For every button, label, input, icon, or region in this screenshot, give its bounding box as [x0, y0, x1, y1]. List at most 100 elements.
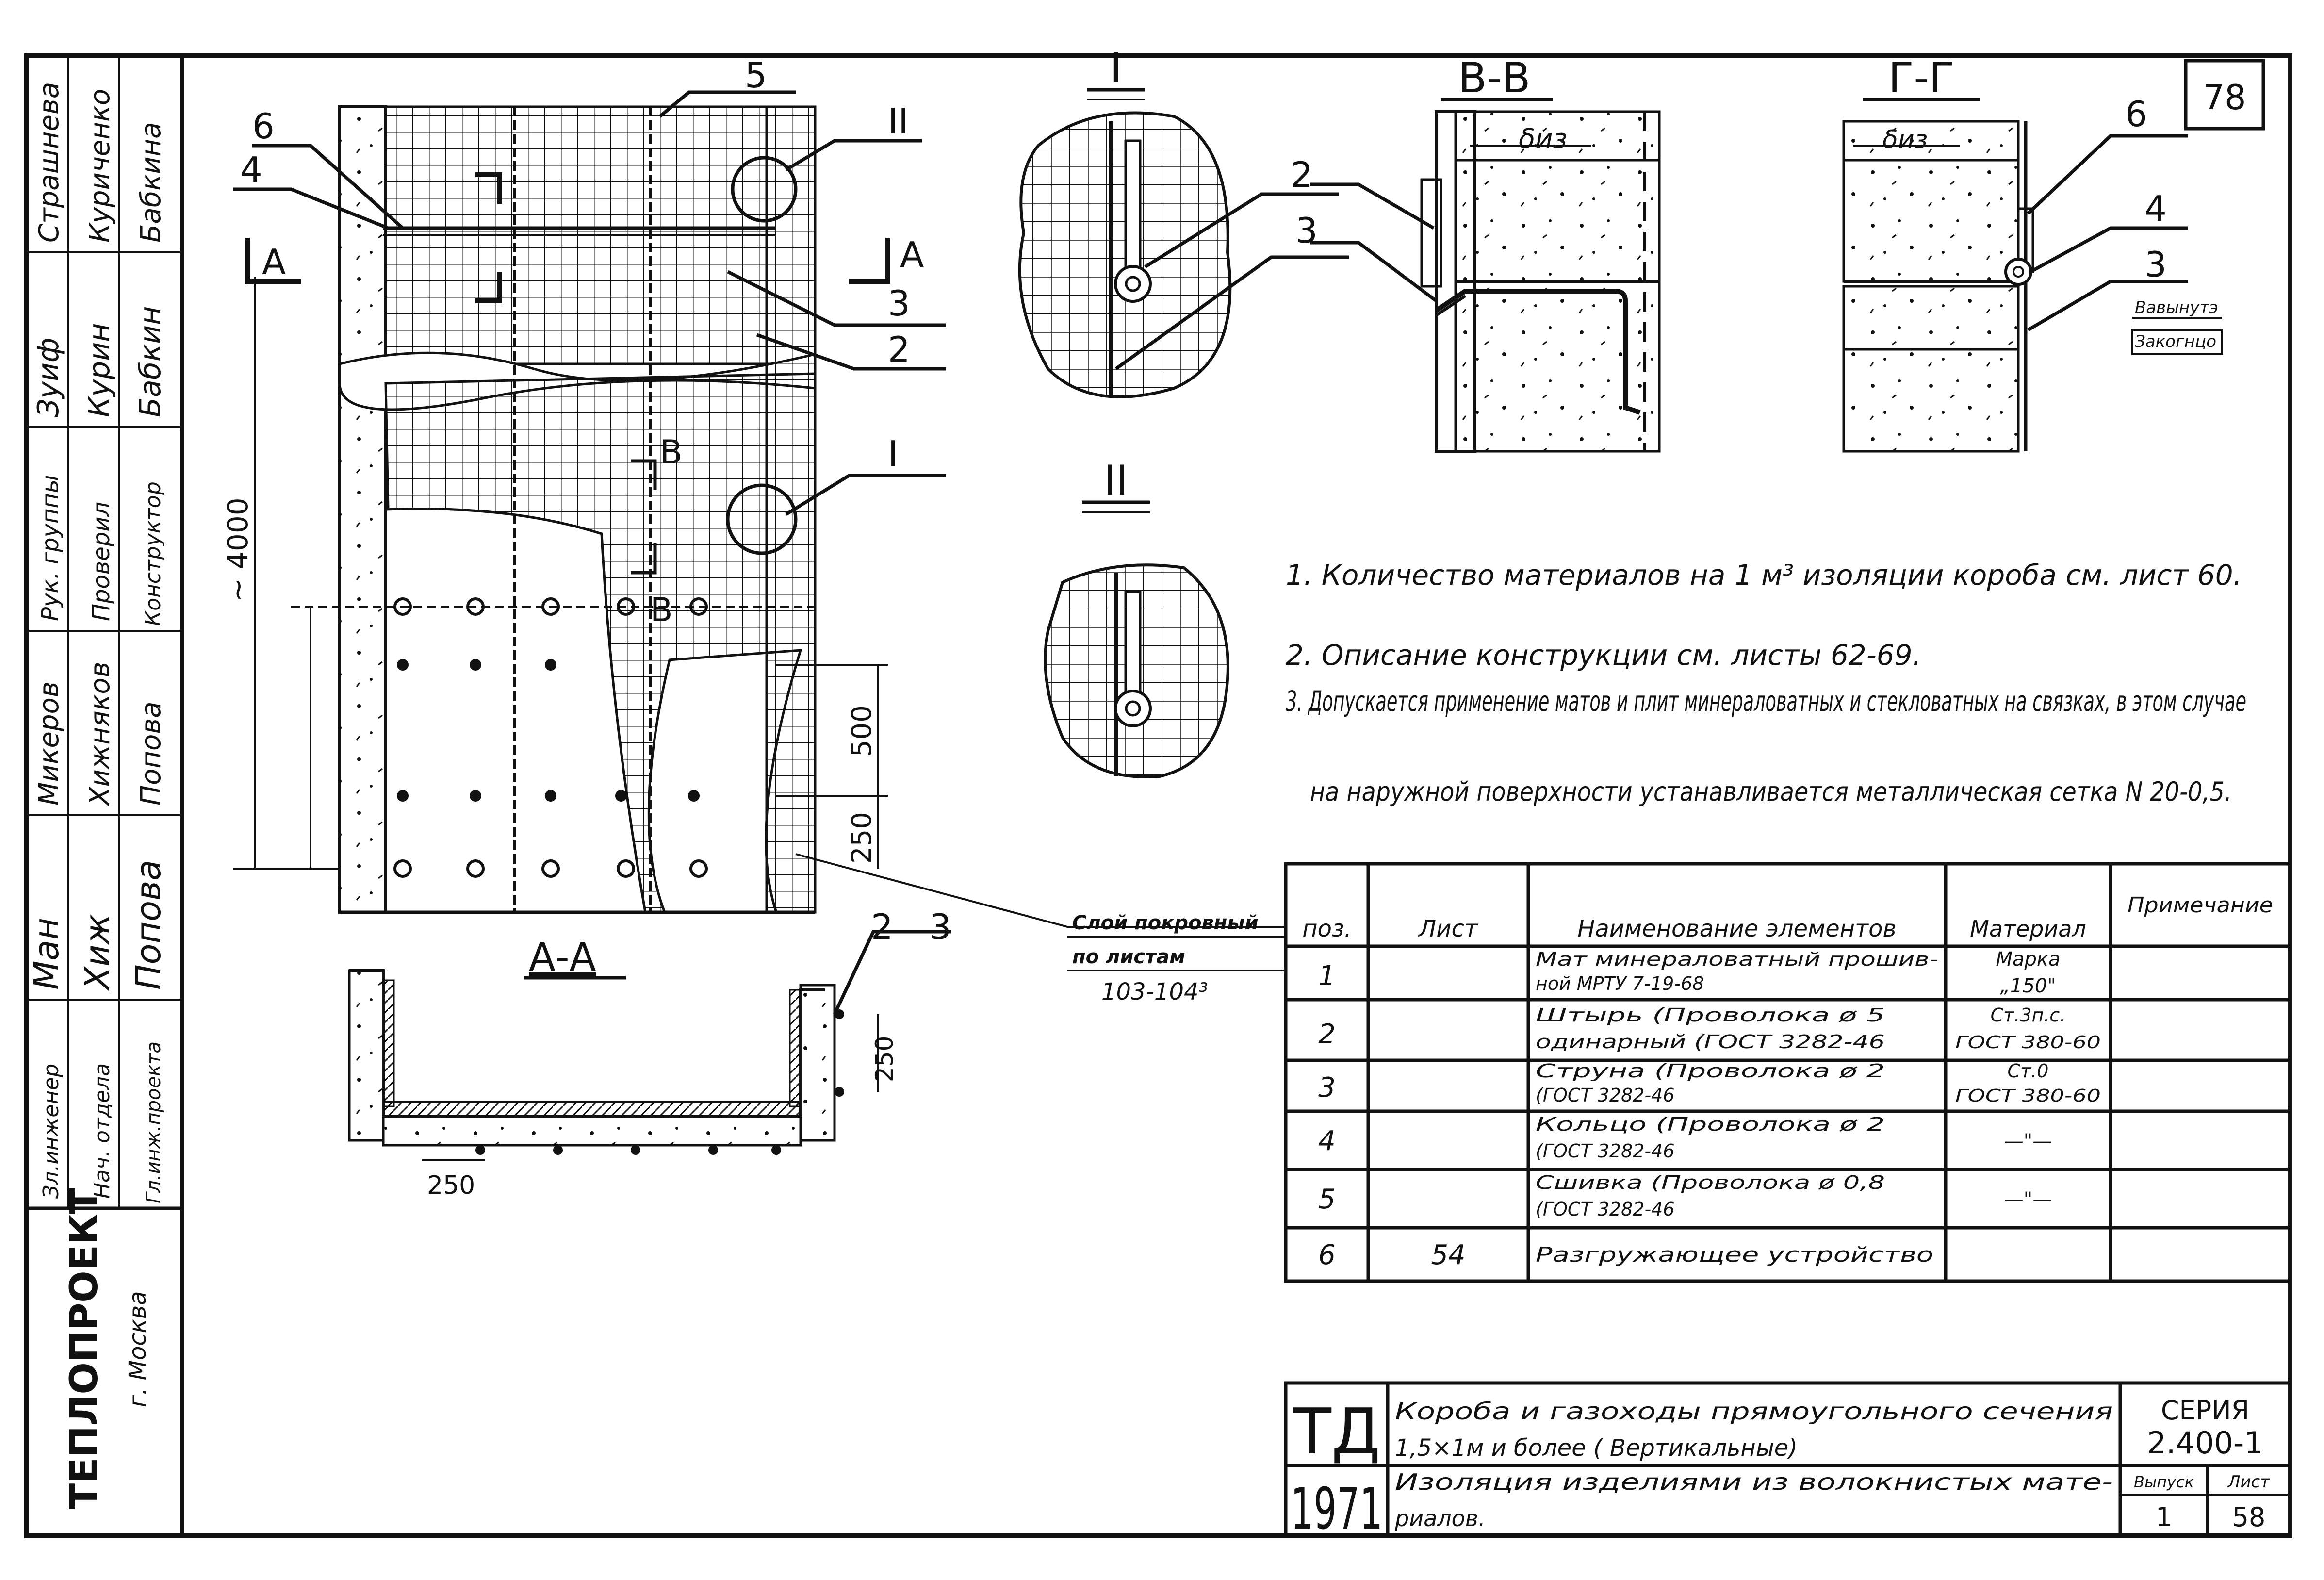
table-cell: 6: [1318, 1239, 1336, 1271]
detail-1-view: I 2 3: [1018, 44, 1349, 398]
detail-2-view: II: [1044, 457, 1229, 778]
title-line: 1,5×1м и более ( Вертикальные): [1395, 1434, 1798, 1462]
subtitle-line: риалов.: [1394, 1505, 1486, 1531]
callout-3: 3: [1295, 210, 1318, 251]
stamp-name: Хижняков: [84, 661, 116, 807]
stamp-role: Гл.инж.проекта: [143, 1041, 165, 1203]
table-cell: Марка: [1996, 948, 2060, 971]
table-cell: —"—: [2004, 1130, 2052, 1152]
table-header: Наименование элементов: [1577, 915, 1897, 942]
sheet-marker-box: [2184, 59, 2265, 131]
callout-4: 4: [240, 149, 262, 190]
series-label: СЕРИЯ: [2161, 1395, 2249, 1426]
table-cell: Мат минераловатный прошив-: [1536, 949, 1938, 970]
callout-roman-1: I: [888, 433, 898, 474]
table-cell: ГОСТ 380-60: [1955, 1033, 2101, 1053]
subtitle-line: Изоляция изделиями из волокнистых мате-: [1395, 1469, 2113, 1495]
title-year: 1971: [1291, 1475, 1383, 1542]
table-cell: 2: [1318, 1019, 1336, 1050]
note-1: 1. Количество материалов на 1 м³ изоляци…: [1286, 559, 2242, 592]
stamp-signature: Хиж: [78, 914, 117, 992]
detail-2-title: II: [1104, 457, 1129, 505]
dimension-250: 250: [427, 1171, 475, 1200]
table-cell: 54: [1431, 1239, 1465, 1271]
stamp-role: Нач. отдела: [90, 1063, 115, 1199]
callout-6: 6: [2125, 94, 2147, 134]
section-a-mark: А: [900, 234, 924, 275]
table-header: Материал: [1970, 916, 2086, 942]
stamp-name: Страшнева: [33, 82, 65, 243]
callout-3: 3: [888, 283, 910, 324]
callout-5: 5: [745, 55, 767, 96]
stamp-organization: ТЕПЛОПРОЕКТ: [63, 1188, 106, 1509]
callout-2: 2: [871, 906, 893, 947]
callout-4: 4: [2144, 188, 2167, 229]
section-b-mark: В: [650, 591, 673, 629]
table-cell: —"—: [2004, 1188, 2052, 1211]
stamp-name: Куриченко: [84, 89, 116, 243]
cover-note-line: 103-104³: [1101, 978, 1208, 1005]
signature-stamp: Страшнева Куриченко Бабкина Зуиф Курин Б…: [27, 56, 182, 1509]
table-cell: 3: [1318, 1072, 1336, 1103]
section-bb-title: В-В: [1458, 54, 1530, 102]
issue-label: Выпуск: [2134, 1473, 2194, 1491]
callout-roman-2: II: [888, 101, 908, 142]
table-cell: Ст.0: [2008, 1060, 2049, 1082]
table-cell: (ГОСТ 3282-46: [1536, 1199, 1675, 1220]
section-a-mark: А: [262, 242, 286, 282]
issue-number: 1: [2156, 1502, 2172, 1532]
stamp-signature: Бабкин: [133, 306, 167, 417]
cover-note-line: Слой покровный: [1072, 912, 1259, 934]
note-3: 3. Допускается применение матов и плит м…: [1286, 685, 2246, 718]
table-cell: (ГОСТ 3282-46: [1536, 1085, 1675, 1106]
stamp-role: Зл.инженер: [39, 1064, 64, 1199]
table-cell: Кольцо (Проволока ø 2: [1536, 1114, 1885, 1135]
callout-2: 2: [1291, 154, 1313, 195]
title-td: ТД: [1293, 1395, 1381, 1468]
section-aa-view: А-А 2 3 250 250: [348, 906, 951, 1200]
detail-1-title: I: [1110, 44, 1122, 93]
table-header: Примечание: [2128, 893, 2273, 918]
table-cell: Разгружающее устройство: [1536, 1243, 1933, 1267]
general-notes: 1. Количество материалов на 1 м³ изоляци…: [1286, 559, 2246, 807]
stamp-role: Рук. группы: [37, 475, 64, 621]
table-cell: 5: [1318, 1184, 1336, 1215]
callout-3: 3: [929, 906, 951, 947]
table-cell: одинарный (ГОСТ 3282-46: [1536, 1031, 1885, 1053]
series-number: 2.400-1: [2147, 1425, 2263, 1461]
stamp-name: Микеров: [33, 681, 65, 806]
section-bb-view: В-В δиз: [1310, 54, 1661, 453]
stamp-name: Попова: [135, 701, 167, 806]
table-cell: Штырь (Проволока ø 5: [1536, 1004, 1885, 1026]
stamp-role: Проверил: [88, 502, 115, 621]
title-block: ТД 1971 Короба и газоходы прямоугольного…: [1284, 1381, 2292, 1542]
table-cell: „150": [2000, 975, 2056, 997]
dimension-250: 250: [846, 812, 878, 864]
stamp-signature: Зуиф: [32, 338, 65, 417]
main-elevation-view: А А В В 5 6 4 II 3 2 I ~ 4000 500 250: [221, 55, 1286, 928]
section-b-mark: В: [660, 433, 683, 472]
section-gg-view: Г-Г δиз 6 4 3 Вавынутэ Закогнцо: [1842, 54, 2223, 453]
specification-table: поз. Лист Наименование элементов Материа…: [1284, 862, 2292, 1283]
stamp-signature: Ман: [27, 918, 66, 990]
table-header: поз.: [1302, 915, 1352, 942]
gg-note: Вавынутэ: [2135, 298, 2218, 317]
sheet-marker: 78: [2203, 78, 2246, 117]
table-cell: ГОСТ 380-60: [1955, 1086, 2101, 1106]
table-cell: 4: [1318, 1125, 1336, 1157]
note-2: 2. Описание конструкции см. листы 62-69.: [1286, 639, 1921, 672]
dimension-4000: ~ 4000: [221, 497, 254, 602]
callout-2: 2: [888, 329, 910, 370]
table-cell: Ст.3п.с.: [1991, 1004, 2066, 1026]
stamp-signature: Курин: [82, 323, 116, 417]
stamp-city: г. Москва: [124, 1291, 151, 1407]
stamp-role: Конструктор: [141, 481, 165, 626]
table-cell: Сшивка (Проволока ø 0,8: [1536, 1172, 1885, 1193]
cover-note-line: по листам: [1072, 946, 1185, 968]
dimension-500: 500: [846, 705, 878, 757]
section-gg-title: Г-Г: [1888, 54, 1954, 102]
sheet-number: 58: [2232, 1502, 2266, 1532]
table-cell: (ГОСТ 3282-46: [1536, 1140, 1675, 1162]
note-4: на наружной поверхности устанавливается …: [1310, 776, 2232, 807]
